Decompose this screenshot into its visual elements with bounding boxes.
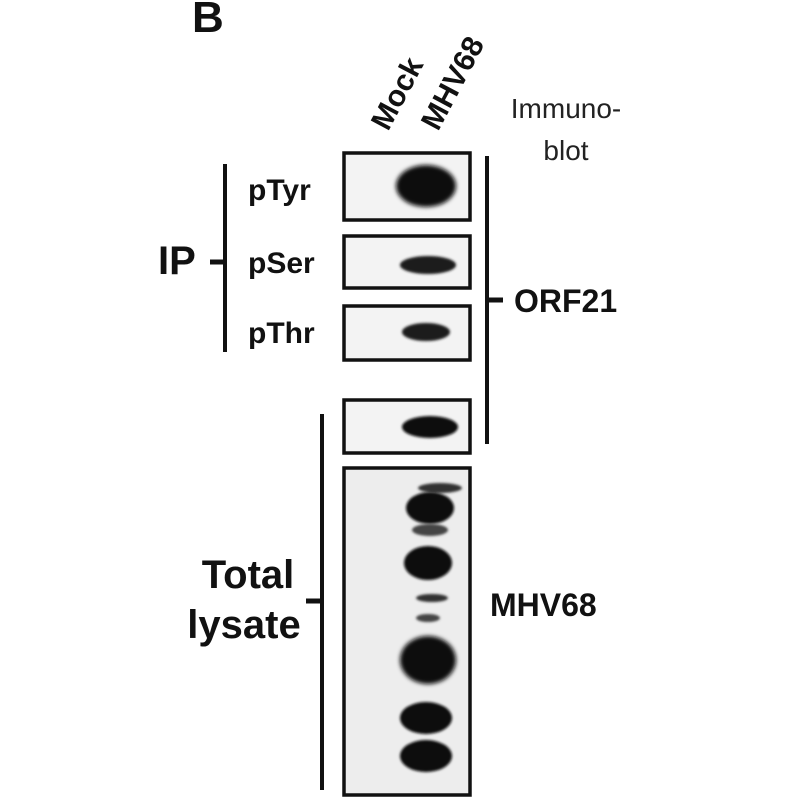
lysate-band [406,492,454,524]
panel-letter: B [192,0,224,42]
ip-row-label-ptyr: pTyr [248,174,311,207]
band-ptyr-mhv68 [396,165,456,207]
lysate-band [400,740,452,772]
immunoblot-header-line2: blot [543,135,588,166]
total-lysate-label-line2: lysate [187,603,300,647]
ip-label: IP [158,239,196,283]
band-input-orf21-mhv68 [402,416,458,438]
lysate-band [412,524,448,536]
band-pthr-mhv68 [402,323,450,341]
lysate-band [400,702,452,734]
blot-panel-ptyr [342,151,472,222]
total-lysate-label-line1: Total [202,553,295,597]
blot-panel-input-orf21 [342,398,472,455]
band-pser-mhv68 [400,256,456,274]
mhv68-blot-label: MHV68 [490,587,597,623]
blot-panel-pthr [342,304,472,362]
ip-row-label-pser: pSer [248,247,315,280]
immunoblot-header-line1: Immuno- [511,93,621,124]
lysate-band [400,636,456,684]
blot-panel-pser [342,234,472,290]
ip-row-label-pthr: pThr [248,317,315,350]
lysate-band [416,614,440,622]
lysate-band [404,546,452,580]
orf21-label: ORF21 [514,283,617,319]
lysate-band [418,483,462,493]
lysate-band [416,594,448,602]
lane-label-mhv68: MHV68 [415,31,491,135]
blot-panel-total-lysate [342,466,472,797]
